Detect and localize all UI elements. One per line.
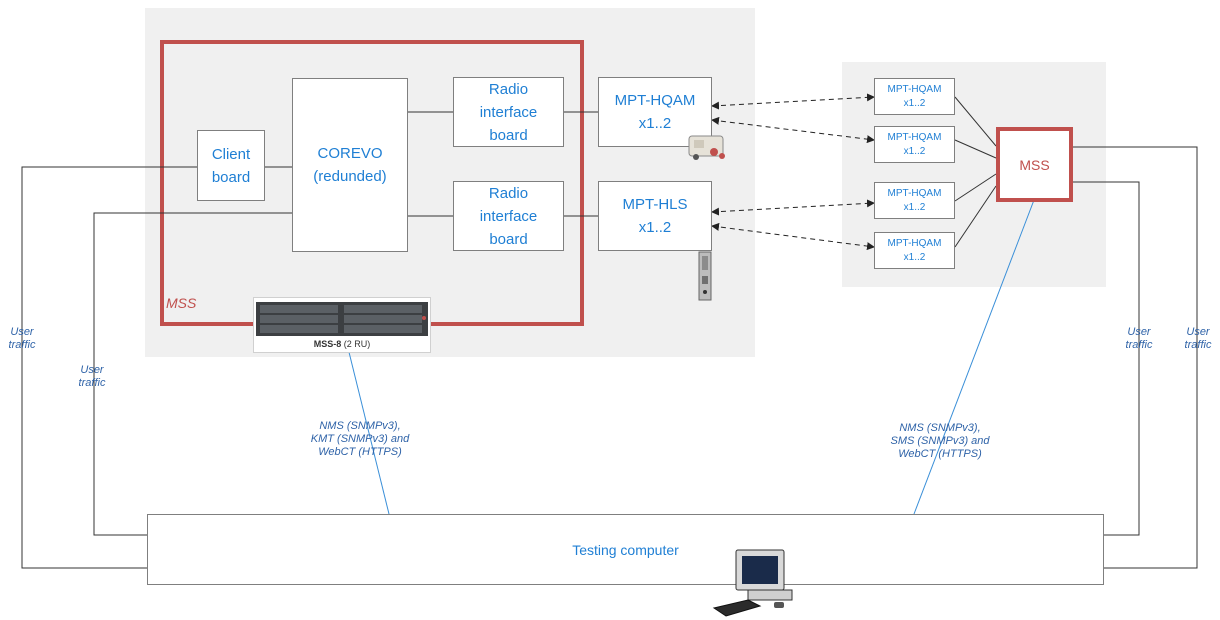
user-traffic-right-inner (1073, 181, 1140, 536)
mpt-hqam-left-line1: MPT-HQAM (614, 92, 696, 109)
mgmt-left-line3: WebCT (HTTPS) (318, 446, 402, 458)
radio-link-2 (711, 116, 875, 144)
radio-bottom-line3: board (489, 230, 528, 248)
utro-w1: User (1186, 326, 1210, 338)
mss8-chassis-graphic (256, 302, 428, 336)
user-traffic-label-right-inner: User traffic (1119, 326, 1159, 352)
radio-top-line2: interface (479, 103, 538, 121)
computer-icon (712, 549, 793, 617)
mpt-hqam-right-1: MPT-HQAM x1..2 (874, 78, 955, 115)
utli-w1: User (80, 364, 104, 376)
radio-link-1 (711, 93, 875, 110)
wire-rmpt2-mss (954, 139, 997, 159)
utlo-w1: User (10, 326, 34, 338)
mss8-name: MSS-8 (313, 339, 342, 349)
corevo-line2: (redunded) (313, 168, 387, 185)
mpt-hqam-device-icon (688, 135, 725, 160)
mpt-hqam-left: MPT-HQAM x1..2 (598, 77, 712, 147)
wire-rmpt3-mss (954, 173, 997, 202)
rmpt4-line2: x1..2 (903, 251, 926, 263)
mss8-chassis: MSS-8 (2 RU) (253, 297, 431, 353)
mpt-hqam-left-line2: x1..2 (638, 115, 672, 132)
radio-top-line1: Radio (488, 80, 529, 98)
rmpt3-line1: MPT-HQAM (887, 187, 942, 199)
mgmt-left-line1: NMS (SNMPv3), (319, 420, 401, 432)
rmpt2-line2: x1..2 (903, 145, 926, 157)
radio-bottom-line1: Radio (488, 184, 529, 202)
user-traffic-label-left-outer: User traffic (2, 326, 42, 352)
radio-interface-board-top: Radio interface board (453, 77, 564, 147)
mgmt-right-line3: WebCT (HTTPS) (898, 448, 982, 460)
radio-top-line3: board (489, 126, 528, 144)
wire-rmpt4-mss (954, 185, 997, 248)
user-traffic-label-right-outer: User traffic (1178, 326, 1218, 352)
right-mss-box: MSS (996, 127, 1073, 202)
testing-computer-label: Testing computer (572, 541, 679, 558)
mgmt-right-line1: NMS (SNMPv3), (899, 422, 981, 434)
rmpt4-line1: MPT-HQAM (887, 237, 942, 249)
user-traffic-right-outer (1073, 146, 1198, 569)
mpt-hls-left: MPT-HLS x1..2 (598, 181, 712, 251)
mgmt-left-line2: KMT (SNMPv3) and (310, 433, 410, 445)
utri-w2: traffic (1125, 339, 1153, 351)
mgmt-label-left: NMS (SNMPv3), KMT (SNMPv3) and WebCT (HT… (300, 420, 420, 459)
corevo-line1: COREVO (317, 145, 383, 162)
mpt-hqam-right-4: MPT-HQAM x1..2 (874, 232, 955, 269)
client-board-line1: Client (211, 145, 251, 163)
mpt-hls-line1: MPT-HLS (622, 196, 688, 213)
radio-link-4 (711, 222, 875, 251)
client-board: Client board (197, 130, 265, 201)
client-board-line2: board (211, 168, 251, 186)
rmpt3-line2: x1..2 (903, 201, 926, 213)
rmpt1-line1: MPT-HQAM (887, 83, 942, 95)
mgmt-line-right (913, 199, 1035, 515)
user-traffic-left-outer (21, 166, 197, 569)
mpt-hqam-right-3: MPT-HQAM x1..2 (874, 182, 955, 219)
mss8-ru: (2 RU) (343, 339, 371, 349)
utlo-w2: traffic (8, 339, 36, 351)
corevo-board: COREVO (redunded) (292, 78, 408, 252)
user-traffic-left-inner (93, 212, 292, 536)
rmpt1-line2: x1..2 (903, 97, 926, 109)
user-traffic-label-left-inner: User traffic (72, 364, 112, 390)
right-mss-label: MSS (1019, 156, 1050, 173)
mpt-hls-device-icon (698, 251, 712, 301)
mgmt-label-right: NMS (SNMPv3), SMS (SNMPv3) and WebCT (HT… (880, 422, 1000, 461)
radio-bottom-line2: interface (479, 207, 538, 225)
utro-w2: traffic (1184, 339, 1212, 351)
mpt-hqam-right-2: MPT-HQAM x1..2 (874, 126, 955, 163)
wire-rmpt1-mss (954, 96, 997, 147)
mgmt-right-line2: SMS (SNMPv3) and (890, 435, 990, 447)
mpt-hls-line2: x1..2 (638, 219, 672, 236)
utli-w2: traffic (78, 377, 106, 389)
rmpt2-line1: MPT-HQAM (887, 131, 942, 143)
testing-computer-box: Testing computer (147, 514, 1104, 585)
radio-interface-board-bottom: Radio interface board (453, 181, 564, 251)
mss8-caption: MSS-8 (2 RU) (254, 338, 430, 350)
mgmt-line-left (345, 339, 390, 515)
left-mss-label: MSS (166, 295, 197, 311)
utri-w1: User (1127, 326, 1151, 338)
radio-link-3 (711, 199, 875, 216)
